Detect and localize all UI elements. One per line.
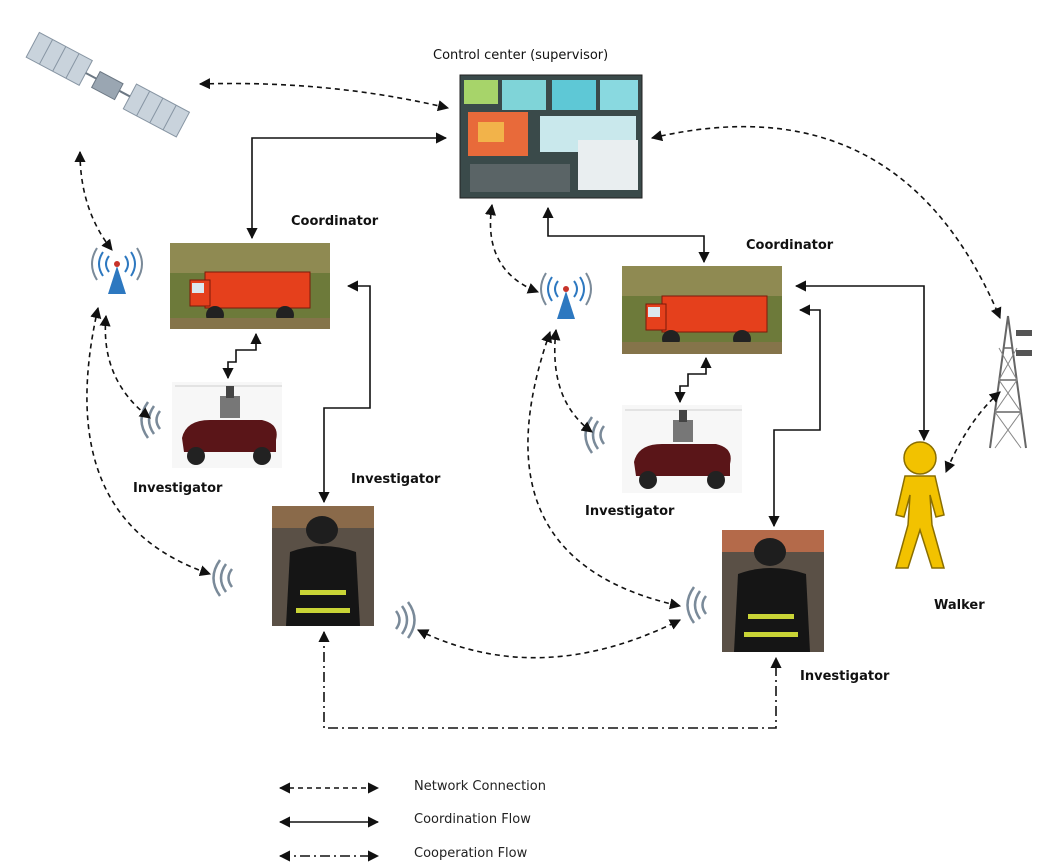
network-link-tower-walker xyxy=(944,391,1001,474)
legend xyxy=(278,782,380,862)
coordinator-truck-right xyxy=(622,266,782,354)
investigator-fireman-right-label: Investigator xyxy=(800,669,890,684)
investigator-fireman-right xyxy=(722,530,824,652)
network-link-control-tower xyxy=(650,125,1002,320)
legend-network-label: Network Connection xyxy=(414,779,546,794)
network-link-antenna-robot-right xyxy=(549,328,593,433)
legend-coordination-label: Coordination Flow xyxy=(414,812,531,827)
wifi-icon-robot-right xyxy=(584,415,606,455)
coordinator-right-label: Coordinator xyxy=(746,238,834,253)
coordination-link-truck-fireman-left xyxy=(318,280,371,504)
tower-icon xyxy=(989,315,1032,449)
wifi-icon-fireman-left xyxy=(212,558,234,598)
investigator-robot-left-label: Investigator xyxy=(133,481,223,496)
wifi-icon-robot-left xyxy=(140,400,162,440)
investigator-robot-right xyxy=(622,405,742,493)
coordination-link-truck-walker xyxy=(794,280,930,442)
coordination-link-truck-robot-right xyxy=(674,356,712,404)
satellite-icon xyxy=(25,31,191,138)
coordinator-left-label: Coordinator xyxy=(291,214,379,229)
network-link-antenna-fireman-left xyxy=(86,306,212,577)
coordinator-truck-left xyxy=(170,243,330,329)
investigator-fireman-left xyxy=(272,506,374,626)
wifi-icon-fireman-left-right xyxy=(394,600,416,640)
cooperation-link-fireman-fireman xyxy=(318,630,782,729)
network-link-control-antenna xyxy=(484,203,540,294)
walker-icon xyxy=(895,441,945,569)
antenna-icon-left xyxy=(91,247,143,295)
network-link-satellite-antenna xyxy=(74,150,113,251)
network-link-satellite-control xyxy=(198,78,450,112)
wifi-icon-fireman-right xyxy=(686,585,708,625)
investigator-fireman-left-label: Investigator xyxy=(351,472,441,487)
control-center-label: Control center (supervisor) xyxy=(433,48,609,63)
network-link-antenna-robot-left xyxy=(99,314,151,419)
walker-label: Walker xyxy=(934,598,985,613)
investigator-robot-right-label: Investigator xyxy=(585,504,675,519)
coordination-link-control-truck-left xyxy=(246,132,448,240)
coordination-link-control-truck-right xyxy=(542,206,710,264)
legend-cooperation-label: Cooperation Flow xyxy=(414,846,528,861)
coordination-link-truck-robot-left xyxy=(222,332,262,380)
network-link-fireman-fireman xyxy=(416,619,682,659)
investigator-robot-left xyxy=(172,382,282,468)
control-center-screen xyxy=(459,74,643,199)
antenna-icon-center xyxy=(540,272,592,320)
